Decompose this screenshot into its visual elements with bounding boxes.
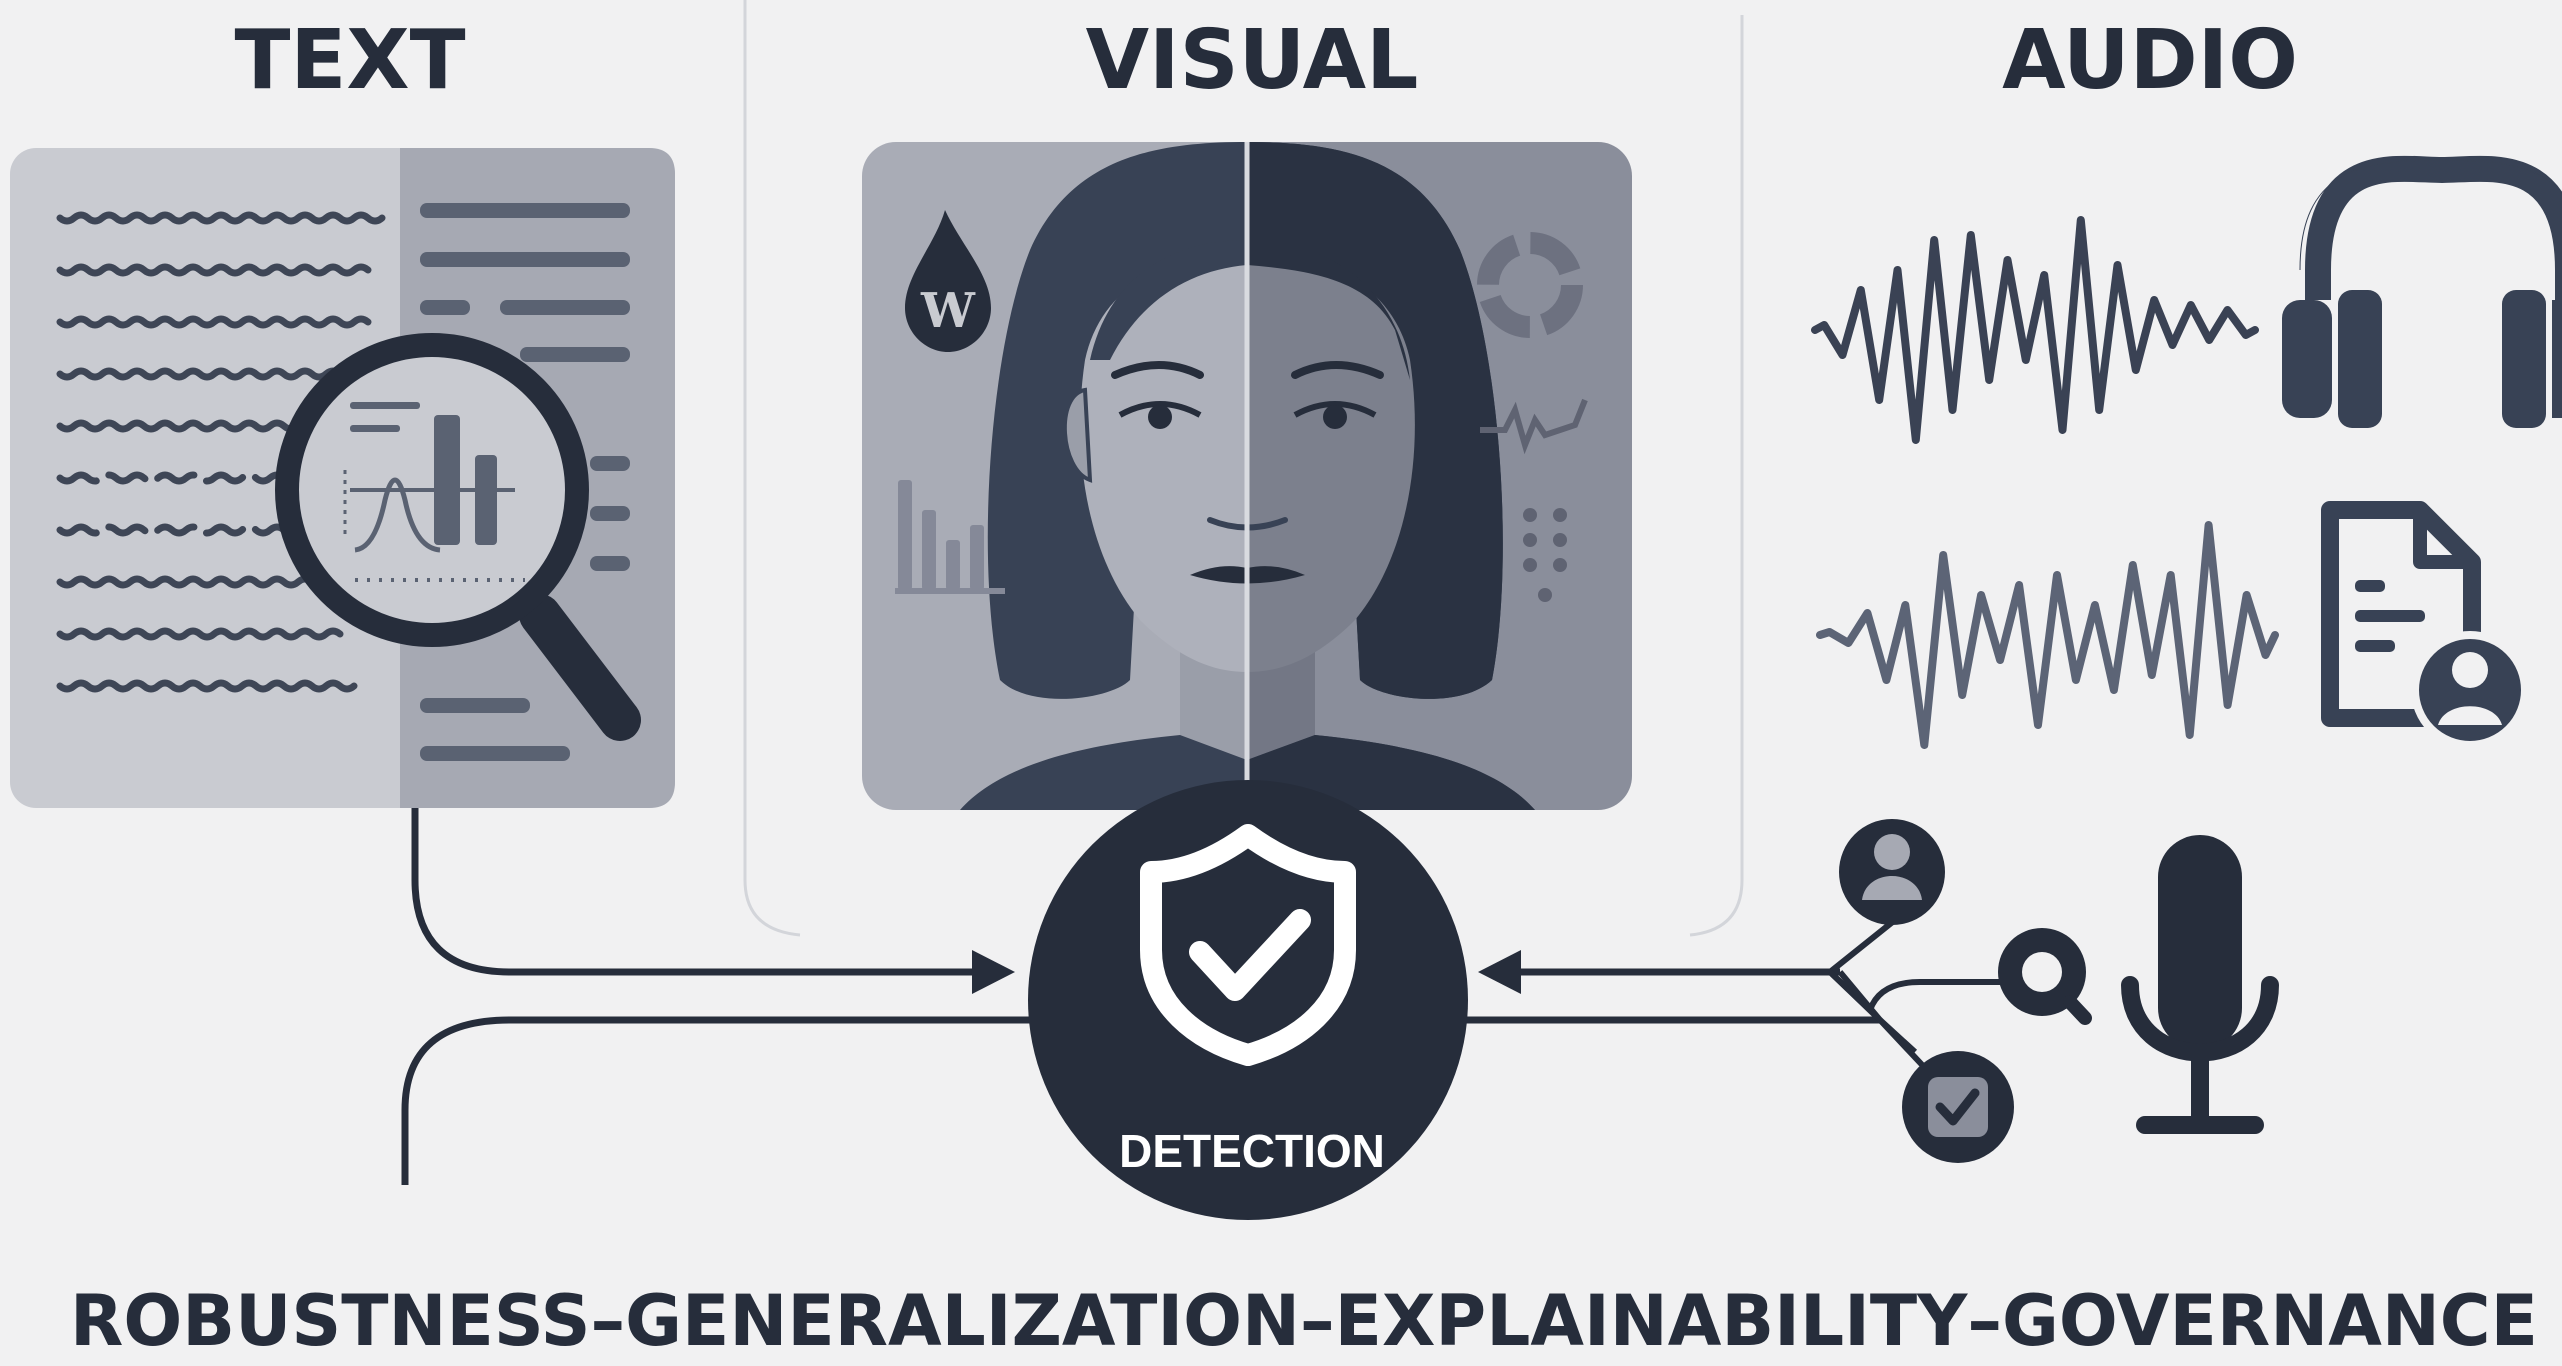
principle-explainability: EXPLAINABILITY [1335, 1280, 1969, 1362]
dot [1538, 588, 1552, 602]
ring-icon [1477, 232, 1583, 338]
detection-label: DETECTION [1119, 1125, 1385, 1177]
visual-panel: W [862, 142, 1632, 810]
user-circle-icon [1839, 819, 1945, 925]
checkbox-circle-icon [1902, 1051, 2014, 1163]
arrow-left-head [1478, 950, 1521, 994]
squiggle-line [56, 367, 344, 381]
squiggle-line [56, 315, 372, 329]
footer-principles: ROBUSTNESS–GENERALIZATION–EXPLAINABILITY… [70, 1280, 2538, 1362]
audio-waveform-bottom [1816, 521, 2279, 749]
bar-chart-mini-icon [895, 480, 1005, 594]
separator: – [1967, 1280, 2002, 1362]
node-connectors [1827, 917, 2012, 1071]
squiggle-line [56, 679, 358, 693]
dot [1553, 533, 1567, 547]
dot [1553, 558, 1567, 572]
shield-check-icon [1140, 824, 1356, 1066]
flow-connectors [401, 808, 1880, 1185]
squiggle-line [56, 263, 372, 277]
dot [1523, 508, 1537, 522]
heading-audio: AUDIO [2002, 13, 2298, 108]
principle-generalization: GENERALIZATION [625, 1280, 1300, 1362]
separator: – [1300, 1280, 1335, 1362]
squiggle-line [56, 211, 386, 225]
heading-visual: VISUAL [1086, 13, 1419, 108]
text-right-bars [420, 203, 630, 761]
column-divider-left [743, 0, 801, 937]
document-user-icon [2321, 501, 2529, 749]
waveform-mini-icon [1480, 398, 1588, 455]
column-divider-right [1689, 15, 1744, 937]
squiggle-line [56, 471, 316, 485]
dot [1553, 508, 1567, 522]
magnifier-icon [275, 333, 641, 741]
dot-grid-icon [1523, 508, 1567, 602]
audio-panel [1811, 155, 2562, 749]
separator: – [591, 1280, 626, 1362]
headphones-icon [2282, 155, 2562, 428]
text-panel [10, 148, 675, 808]
dot [1523, 558, 1537, 572]
portrait-face [1080, 250, 1247, 672]
svg-text:W: W [920, 283, 976, 339]
text-squiggle-lines [56, 211, 386, 693]
principle-robustness: ROBUSTNESS [70, 1280, 591, 1362]
squiggle-line [56, 627, 344, 641]
detection-hub: DETECTION [1028, 780, 1468, 1220]
microphone-icon [2121, 835, 2279, 1134]
squiggle-line [56, 523, 316, 537]
dot [1523, 533, 1537, 547]
arrow-right-head [972, 950, 1015, 994]
audio-waveform-top [1811, 216, 2259, 444]
heading-text: TEXT [234, 13, 465, 108]
squiggle-line [56, 575, 344, 589]
watermark-drop-icon: W [905, 210, 991, 352]
svg-text:ROBUSTNESS–GENERALIZATION–EXPL: ROBUSTNESS–GENERALIZATION–EXPLAINABILITY… [70, 1280, 2538, 1362]
search-circle-icon [1998, 928, 2092, 1025]
principle-governance: GOVERNANCE [2002, 1280, 2538, 1362]
